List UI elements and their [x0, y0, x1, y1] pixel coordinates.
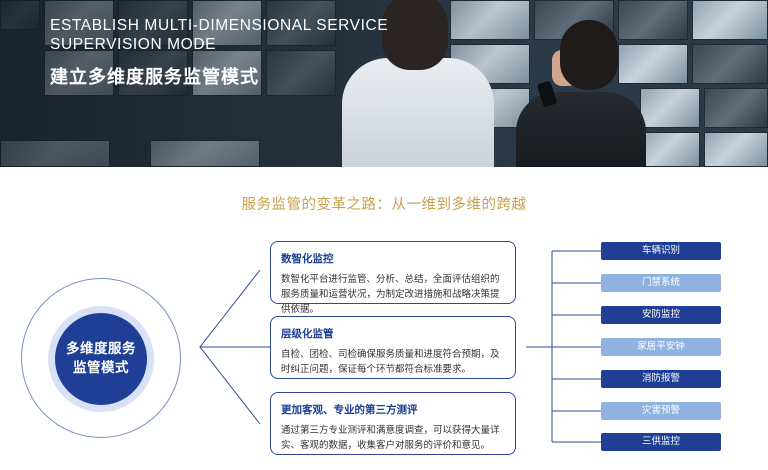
system-tag-security-monitoring: 安防监控 — [601, 306, 721, 324]
hero-title-en-line1: ESTABLISH MULTI-DIMENSIONAL SERVICE — [50, 17, 389, 34]
person-illustration — [342, 58, 494, 167]
card-body: 数智化平台进行监管、分析、总结，全面评估组织的服务质量和运营状况，为制定改进措施… — [281, 274, 500, 315]
feature-card-digital: 数智化监控 数智化平台进行监管、分析、总结，全面评估组织的服务质量和运营状况，为… — [270, 241, 516, 315]
feature-card-hierarchical: 层级化监管 自检、团检、司检确保服务质量和进度符合预期，及时纠正问题，保证每个环… — [270, 316, 516, 379]
card-title: 更加客观、专业的第三方测评 — [281, 404, 418, 416]
card-title: 层级化监管 — [281, 328, 334, 340]
card-title: 数智化监控 — [281, 253, 334, 265]
hero-title-cn: 建立多维度服务监管模式 — [50, 67, 259, 88]
person-illustration — [516, 92, 646, 167]
core-label-line1: 多维度服务 — [66, 341, 136, 357]
hero-title-en-line2: SUPERVISION MODE — [50, 36, 217, 53]
card-body: 通过第三方专业测评和满意度调查，可以获得大量详实、客观的数据，收集客户对服务的评… — [281, 425, 500, 451]
section-subtitle: 服务监管的变革之路：从一维到多维的跨越 — [241, 197, 527, 213]
feature-card-third-party: 更加客观、专业的第三方测评 通过第三方专业测评和满意度调查，可以获得大量详实、客… — [270, 392, 516, 455]
system-tag-vehicle-recognition: 车辆识别 — [601, 242, 721, 260]
core-label-line2: 监管模式 — [73, 360, 129, 376]
card-body: 自检、团检、司检确保服务质量和进度符合预期，及时纠正问题，保证每个环节都符合标准… — [281, 349, 500, 375]
system-tag-utility-monitoring: 三供监控 — [601, 433, 721, 451]
hero-banner: ESTABLISH MULTI-DIMENSIONAL SERVICE SUPE… — [0, 0, 768, 167]
core-circle: 多维度服务 监管模式 — [55, 313, 147, 405]
system-tag-access-control: 门禁系统 — [601, 274, 721, 292]
system-tag-fire-alarm: 消防报警 — [601, 370, 721, 388]
system-tag-home-safety-bell: 家居平安钟 — [601, 338, 721, 356]
system-tag-disaster-warning: 灾害预警 — [601, 402, 721, 420]
